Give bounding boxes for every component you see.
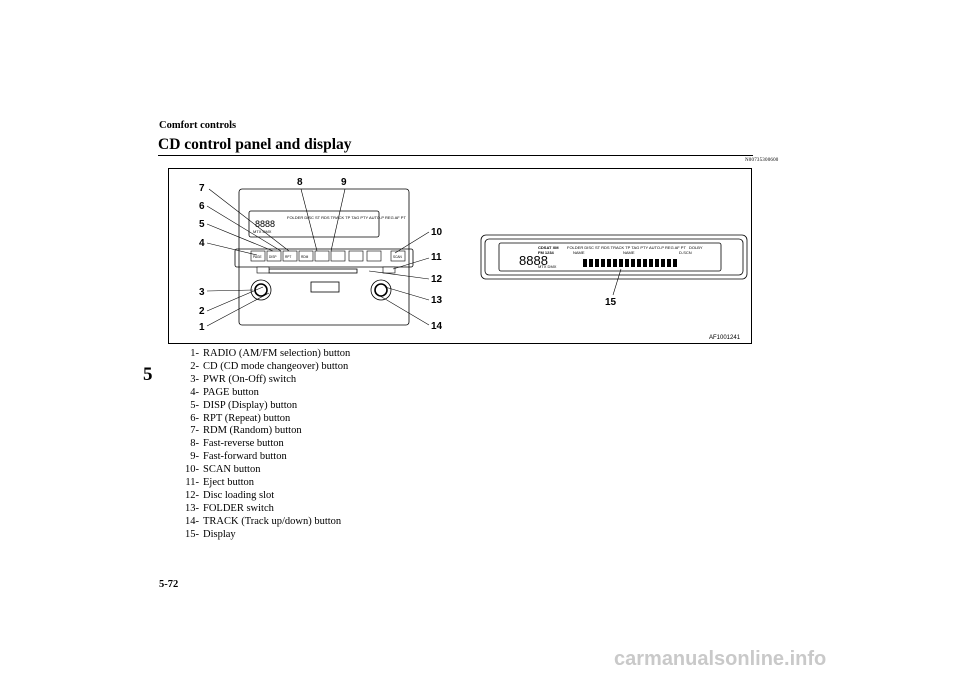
- svg-text:NAME: NAME: [623, 250, 635, 255]
- legend-item: 6-RPT (Repeat) button: [190, 412, 291, 424]
- legend-item: 9-Fast-forward button: [190, 451, 287, 463]
- legend-list: 1-RADIO (AM/FM selection) button 2-CD (C…: [167, 348, 350, 542]
- legend-item: 10-SCAN button: [185, 464, 261, 476]
- legend-item: 11-Eject button: [185, 477, 255, 489]
- callout-7: 7: [199, 183, 205, 194]
- svg-text:FOLDER DISC ST RDS TRACK TP TA: FOLDER DISC ST RDS TRACK TP TAG PTY AUTO…: [567, 245, 686, 250]
- legend-item: 14-TRACK (Track up/down) button: [185, 515, 342, 527]
- watermark-link[interactable]: carmanualsonline.info: [614, 648, 827, 670]
- display-segment-bars: [583, 259, 677, 267]
- callout-9: 9: [341, 177, 347, 188]
- legend-item: 4-PAGE button: [190, 386, 259, 398]
- svg-text:RDM: RDM: [301, 255, 309, 259]
- section-label: Comfort controls: [159, 120, 237, 131]
- callout-numbers: 7 6 5 4 3 2 1 8 9 10 11 12 13 14 15: [199, 177, 617, 333]
- page-title: CD control panel and display: [158, 136, 352, 153]
- legend-item: 12-Disc loading slot: [185, 489, 275, 501]
- legend-item: 8-Fast-reverse button: [190, 438, 284, 450]
- legend-item: 2-CD (CD mode changeover) button: [190, 360, 349, 372]
- callout-12: 12: [431, 274, 443, 285]
- display-unit: [480, 234, 748, 280]
- callout-8: 8: [297, 177, 303, 188]
- svg-text:PAGE: PAGE: [253, 255, 262, 259]
- legend-item: 3-PWR (On-Off) switch: [190, 373, 297, 385]
- head-unit-buttons: [250, 250, 406, 274]
- callout-1: 1: [199, 322, 205, 333]
- callout-14: 14: [431, 321, 443, 332]
- callout-13: 13: [431, 295, 443, 306]
- svg-text:CDSAT XM: CDSAT XM: [538, 245, 559, 250]
- svg-text:DOLBY: DOLBY: [689, 245, 703, 250]
- callout-2: 2: [199, 306, 205, 317]
- title-divider: [158, 155, 753, 156]
- legend-item: 1-RADIO (AM/FM selection) button: [190, 348, 351, 359]
- svg-text:SCAN: SCAN: [393, 255, 403, 259]
- panel-button-labels: PAGE DISP RPT RDM SCAN: [253, 255, 403, 259]
- legend-item: 15-Display: [185, 528, 236, 540]
- svg-text:D-SCN: D-SCN: [679, 250, 692, 255]
- chapter-tab: 5: [143, 364, 153, 385]
- svg-text:8888: 8888: [519, 253, 548, 268]
- page-number: 5-72: [159, 579, 179, 590]
- svg-text:RPT: RPT: [285, 255, 291, 259]
- svg-text:MTX DMX: MTX DMX: [253, 229, 272, 234]
- callout-5: 5: [199, 219, 205, 230]
- svg-text:FOLDER DISC ST RDS TRACK TP TA: FOLDER DISC ST RDS TRACK TP TAG PTY AUTO…: [287, 215, 406, 220]
- legend-item: 13-FOLDER switch: [185, 502, 274, 514]
- callout-3: 3: [199, 287, 205, 298]
- callout-6: 6: [199, 201, 205, 212]
- legend-item: 7-RDM (Random) button: [190, 425, 302, 437]
- document-code: N00735300600: [745, 158, 779, 163]
- legend-item: 5-DISP (Display) button: [190, 399, 298, 411]
- callout-4: 4: [199, 238, 205, 249]
- figure-drawing: 8888 FOLDER DISC ST RDS TRACK TP TAG PTY…: [199, 177, 748, 341]
- svg-text:MTX DMX: MTX DMX: [538, 264, 557, 269]
- leader-lines: [206, 188, 622, 327]
- callout-15: 15: [605, 297, 617, 308]
- head-unit: [234, 188, 414, 326]
- svg-text:8888: 8888: [255, 219, 275, 229]
- svg-text:FM 1234: FM 1234: [538, 250, 555, 255]
- figure-code: AF1001241: [709, 335, 741, 341]
- cd-panel-figure: 8888 FOLDER DISC ST RDS TRACK TP TAG PTY…: [168, 168, 752, 344]
- svg-text:NAME: NAME: [573, 250, 585, 255]
- display-text: CDSAT XM FM 1234 FOLDER DISC ST RDS TRAC…: [519, 245, 703, 269]
- svg-text:DISP: DISP: [269, 255, 276, 259]
- callout-10: 10: [431, 227, 443, 238]
- small-display-text: 8888 FOLDER DISC ST RDS TRACK TP TAG PTY…: [253, 215, 406, 234]
- callout-11: 11: [431, 252, 442, 263]
